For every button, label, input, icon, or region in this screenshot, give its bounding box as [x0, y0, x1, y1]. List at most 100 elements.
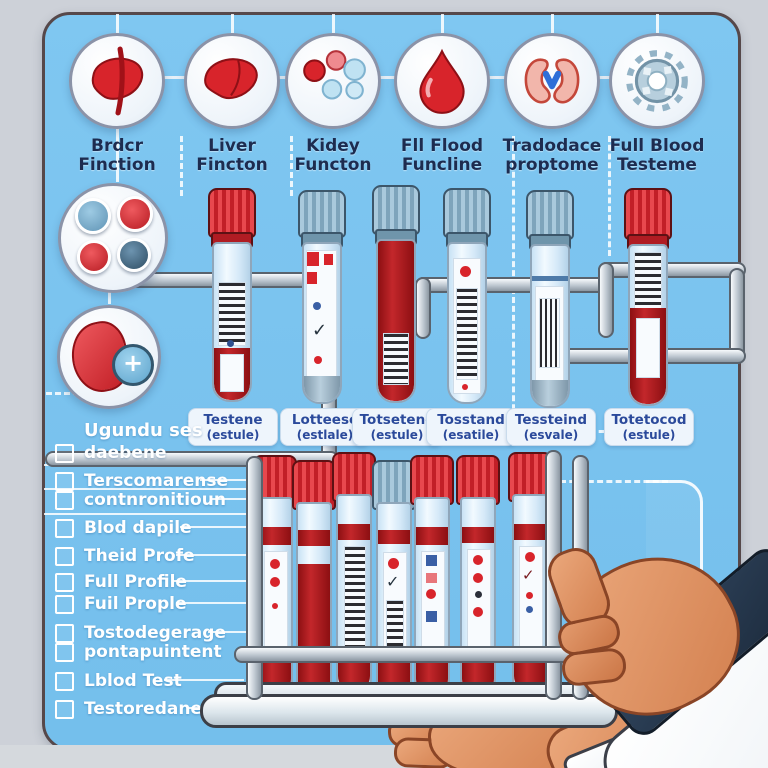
connector-line	[210, 498, 258, 500]
red-dot	[473, 607, 483, 617]
tube-glass	[460, 497, 496, 697]
red-mark	[307, 252, 319, 266]
checkbox	[55, 518, 74, 538]
icon-label: Kidey Functon	[273, 136, 393, 175]
checklist-item: Fuil Prople	[55, 594, 187, 614]
icon-label-line2: proptome	[505, 155, 599, 176]
metal-bracket	[598, 262, 614, 338]
connector-line	[656, 14, 659, 33]
red-dot	[460, 266, 471, 277]
checkbox	[55, 490, 74, 510]
tube-glass	[376, 239, 416, 403]
tube-name-line2: (estule)	[370, 428, 424, 442]
tube-bottom-shade	[304, 376, 340, 402]
blue-mark	[426, 555, 437, 566]
checklist-item: Tostodegerage	[55, 623, 226, 643]
red-dot	[473, 555, 483, 565]
red-dot	[270, 577, 280, 587]
tube-glass	[336, 494, 372, 694]
guide-dashed-line	[560, 480, 668, 483]
tube-sticker	[519, 546, 543, 652]
tube-glass	[296, 502, 332, 702]
checkmark: ✓	[522, 566, 535, 584]
checklist-header: Ugundu ses	[84, 420, 203, 441]
panel-icon-cell: Kidey Functon	[273, 33, 393, 175]
icon-label-line2: Funcline	[401, 155, 483, 176]
tube-glass: ✓	[302, 242, 342, 404]
cap-top-red-icon	[77, 240, 111, 274]
rack-post	[246, 456, 263, 700]
checkbox	[55, 546, 74, 566]
tube-name-line1: Tessteind	[514, 412, 588, 428]
sample-tube	[526, 190, 574, 408]
tube-glass	[628, 244, 668, 406]
tube-cap-red	[292, 460, 336, 510]
checklist-item: Theid Profe	[55, 546, 195, 566]
barcode-label	[634, 252, 662, 310]
panel-icon-cell: Full Blood Testeme	[597, 33, 717, 175]
liver-vessel-icon	[91, 46, 144, 116]
barcode-label	[344, 546, 366, 652]
red-dot	[314, 356, 322, 364]
icon-label: Fll Flood Funcline	[382, 136, 502, 176]
icon-circle	[609, 33, 705, 129]
red-dot	[525, 552, 535, 562]
blood-meniscus	[378, 530, 410, 544]
metal-bracket	[415, 277, 431, 339]
checkbox	[55, 471, 74, 491]
panel-icon-cell: Liver Fincton	[172, 33, 292, 175]
checklist-item-label: Terscomarense	[84, 471, 228, 491]
blood-meniscus	[416, 527, 448, 545]
tube-sticker	[421, 551, 445, 655]
blue-dot	[526, 606, 533, 613]
blue-dot	[227, 340, 234, 347]
connector-line	[176, 554, 248, 556]
tube-name-badge: Testene (estule)	[188, 408, 278, 446]
connector-line	[596, 76, 613, 79]
connector-line	[231, 14, 234, 33]
sample-tube	[208, 188, 256, 402]
connector-line	[108, 288, 111, 304]
red-dot	[473, 573, 483, 583]
checklist-item-label: Tostodegerage	[84, 623, 226, 643]
checklist-item: Lblod Test	[55, 671, 182, 691]
checklist-item-label: contnronitioun	[84, 490, 226, 510]
tube-cap-blue	[443, 188, 491, 238]
checkbox	[55, 699, 74, 719]
sample-tube	[624, 188, 672, 406]
cell-gear-icon	[626, 50, 688, 112]
barcode-label	[539, 298, 560, 368]
blood-drop-icon	[419, 48, 465, 114]
icon-label-line2: Testeme	[617, 155, 697, 176]
red-mark	[324, 254, 333, 265]
icon-circle	[504, 33, 600, 129]
red-dot	[462, 384, 468, 390]
sample-tube	[372, 185, 420, 403]
checklist-item-label: Lblod Test	[84, 671, 182, 691]
connector-line	[180, 526, 256, 528]
connector-line	[332, 14, 335, 33]
icon-circle	[69, 33, 165, 129]
checklist-item-label: Theid Profe	[84, 546, 195, 566]
panel-icon-cell: Brdcr Finction	[57, 33, 177, 175]
tube-sticker	[306, 250, 337, 388]
checklist-item-label: Testoredane	[84, 699, 202, 719]
connector-line	[176, 602, 248, 604]
checkbox	[55, 572, 74, 592]
tube-glass: ✓	[376, 502, 412, 702]
tube-caps-circle	[58, 183, 168, 293]
tube-sticker	[467, 549, 491, 655]
checklist-item-label: Full Profile	[84, 572, 187, 592]
tube-glass	[530, 244, 570, 408]
icon-label-line2: Fincton	[196, 155, 268, 176]
connector-line	[116, 14, 119, 33]
tube-sticker	[636, 318, 660, 378]
dark-dot	[475, 591, 482, 598]
icon-label-line1: Fll Flood	[400, 136, 484, 156]
connector-line	[377, 76, 398, 79]
liver-icon	[204, 58, 258, 100]
connector-line	[44, 513, 262, 515]
checklist-item-label: pontapuintent	[84, 642, 222, 662]
tube-cap-red	[624, 188, 672, 240]
